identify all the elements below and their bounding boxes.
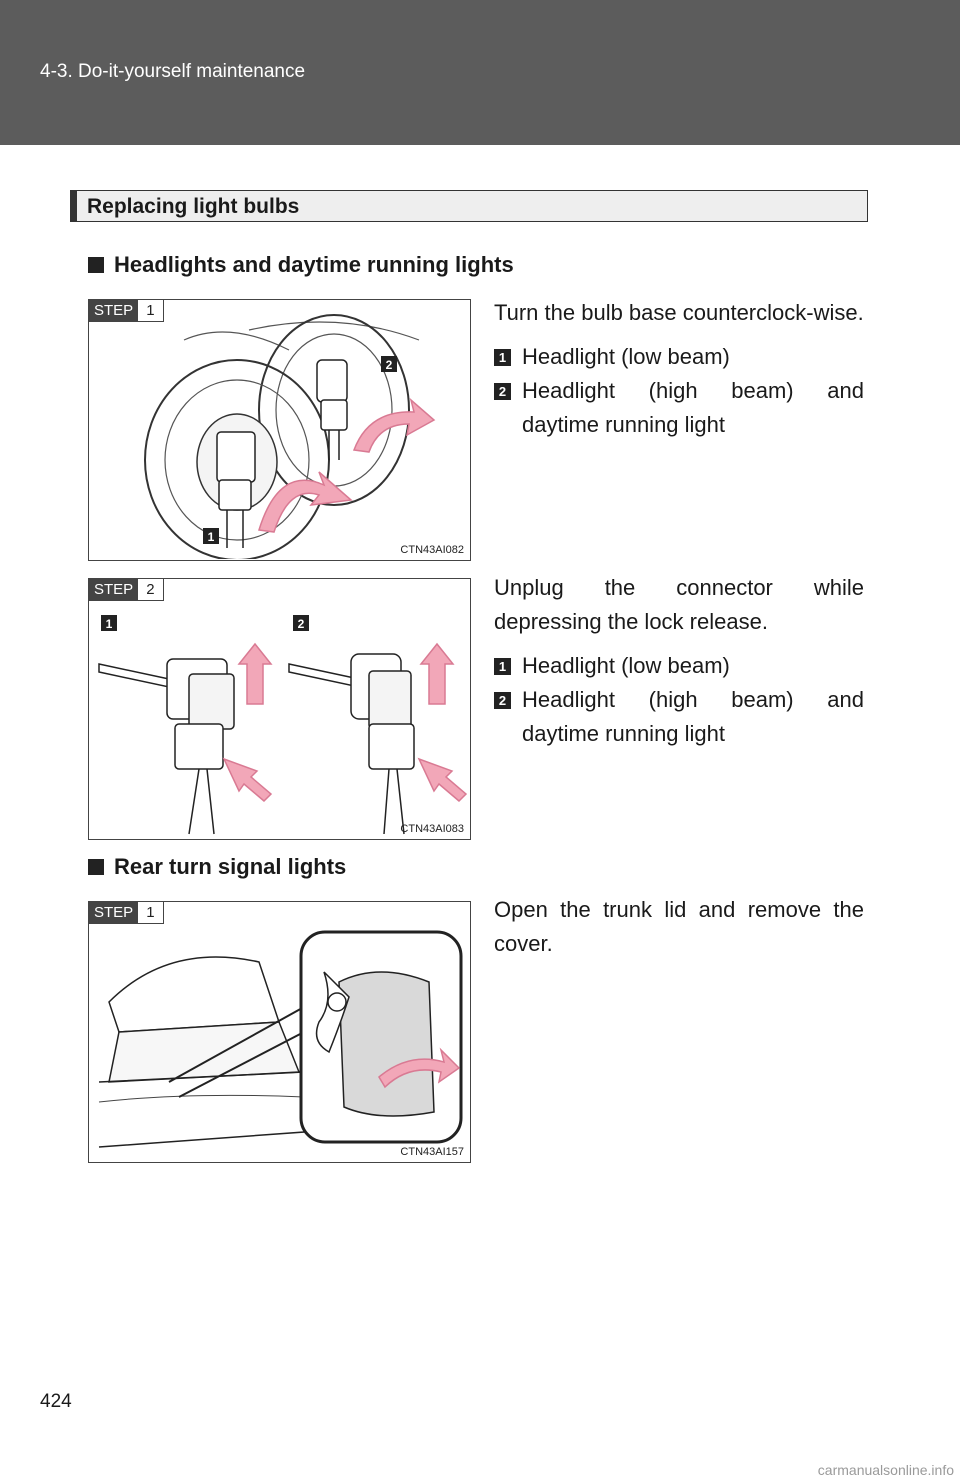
figure-rear-step1: STEP 1 CTN43AI157 [88,901,471,1163]
subheading-headlights-text: Headlights and daytime running lights [114,252,514,277]
watermark: carmanualsonline.info [817,1462,954,1478]
figure-code: CTN43AI082 [400,544,464,556]
rotate-arrow-icon [258,471,353,533]
page-header: 4-3. Do-it-yourself maintenance [0,0,960,145]
step-badge: STEP 1 [89,300,164,322]
list-item-text: Headlight (high beam) and daytime runnin… [522,687,864,746]
figure-headlight-step2: 1 2 STEP 2 CTN43AI083 [88,578,471,840]
step2-description: Unplug the connector while depressing th… [494,571,864,751]
list-item-text: Headlight (low beam) [522,344,730,369]
list-item-text: Headlight (high beam) and daytime runnin… [522,378,864,437]
connector-illustration: 1 2 [98,615,468,835]
header-section-title: 4-3. Do-it-yourself maintenance [40,61,306,82]
number-badge: 2 [494,383,511,400]
step-label: STEP [89,579,139,601]
callout-1: 1 [106,617,113,631]
step-label: STEP [89,300,139,322]
push-arrow-icon [222,757,273,803]
section-title-box: Replacing light bulbs [70,190,868,222]
number-badge: 1 [494,658,511,675]
subheading-rear-turn: Rear turn signal lights [88,854,346,880]
list-item: 1 Headlight (low beam) [494,649,864,683]
page-number: 424 [40,1391,72,1412]
step-number: 2 [138,579,164,601]
list-item: 2 Headlight (high beam) and daytime runn… [494,374,864,442]
number-badge: 2 [494,692,511,709]
callout-1: 1 [208,530,215,544]
step1-description: Turn the bulb base counterclock-wise. 1 … [494,296,864,442]
up-arrow-icon [419,642,455,705]
step-badge: STEP 2 [89,579,164,601]
rear-step1-text: Open the trunk lid and remove the cover. [494,897,864,956]
headlight-bulb-illustration: 2 1 [144,314,436,559]
step-label: STEP [89,902,139,924]
number-badge: 1 [494,349,511,366]
push-arrow-icon [417,757,468,803]
subheading-headlights: Headlights and daytime running lights [88,252,514,278]
callout-2: 2 [386,358,393,372]
list-item-text: Headlight (low beam) [522,653,730,678]
list-item: 1 Headlight (low beam) [494,340,864,374]
step-badge: STEP 1 [89,902,164,924]
step-number: 1 [138,902,164,924]
figure-code: CTN43AI083 [400,823,464,835]
up-arrow-icon [237,642,273,705]
figure-code: CTN43AI157 [400,1146,464,1158]
section-title-bar [71,191,77,221]
subheading-rear-turn-text: Rear turn signal lights [114,854,347,879]
callout-2: 2 [298,617,305,631]
list-item: 2 Headlight (high beam) and daytime runn… [494,683,864,751]
square-bullet-icon [88,859,104,875]
square-bullet-icon [88,257,104,273]
rotate-arrow-icon [352,397,436,453]
step1-text: Turn the bulb base counterclock-wise. [494,300,864,325]
figure-headlight-step1: 2 1 STEP 1 CTN43AI082 [88,299,471,561]
trunk-illustration [98,930,463,1148]
step2-text: Unplug the connector while depressing th… [494,575,864,634]
step-number: 1 [138,300,164,322]
rotate-arrow-icon [378,1047,461,1089]
section-title: Replacing light bulbs [87,195,300,218]
